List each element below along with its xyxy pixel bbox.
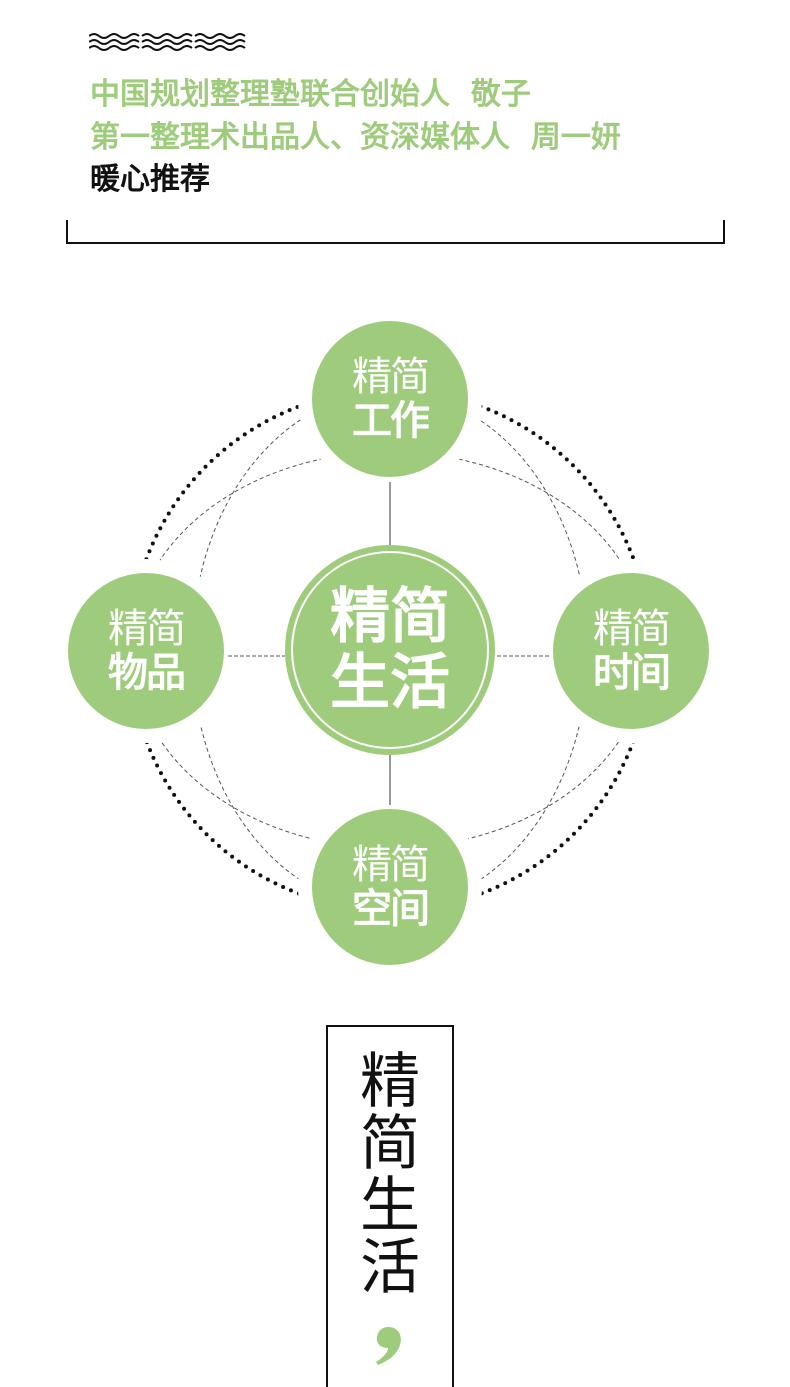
node-items-line2: 物品 xyxy=(108,650,186,696)
node-items: 精简 物品 xyxy=(68,573,224,729)
center-ring: 精简 生活 xyxy=(291,551,489,749)
vertical-char-1: 精 xyxy=(360,1047,420,1117)
vertical-char-2: 简 xyxy=(360,1109,420,1179)
comma-mark-icon xyxy=(376,1327,401,1365)
node-time-line2: 时间 xyxy=(593,650,671,696)
node-space-line1: 精简 xyxy=(352,842,430,888)
node-work-line2: 工作 xyxy=(352,398,430,444)
bracket-divider xyxy=(66,220,725,244)
node-work-line1: 精简 xyxy=(352,354,430,400)
node-space-line2: 空间 xyxy=(352,886,430,932)
recommend-label: 暖心推荐 xyxy=(90,162,210,197)
center-node: 精简 生活 xyxy=(285,545,495,755)
vertical-title: 精 简 生 活 xyxy=(358,1051,422,1299)
vertical-title-box: 精 简 生 活 xyxy=(326,1025,454,1387)
node-time: 精简 时间 xyxy=(553,573,709,729)
node-space: 精简 空间 xyxy=(312,809,468,965)
node-items-line1: 精简 xyxy=(108,606,186,652)
vertical-char-4: 活 xyxy=(360,1233,420,1303)
center-line2: 生活 xyxy=(330,648,450,718)
node-work: 精简 工作 xyxy=(312,321,468,477)
node-time-line1: 精简 xyxy=(593,606,671,652)
recommender-2: 第一整理术出品人、资深媒体人 周一妍 xyxy=(90,120,621,155)
wave-lines-icon xyxy=(89,33,246,51)
vertical-char-3: 生 xyxy=(360,1171,420,1241)
recommender-1: 中国规划整理塾联合创始人 敬子 xyxy=(90,77,531,112)
center-line1: 精简 xyxy=(330,582,450,652)
